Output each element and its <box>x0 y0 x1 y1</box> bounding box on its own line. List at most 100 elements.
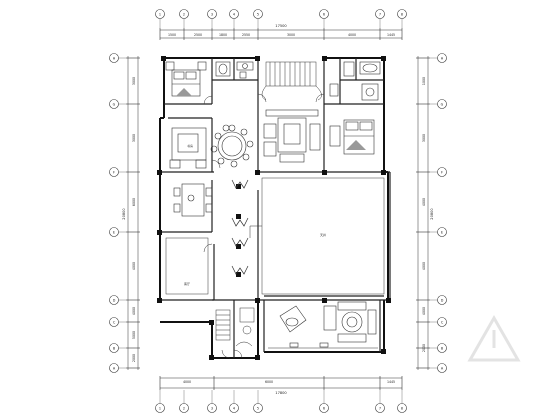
top-dim-2: 2500 <box>194 33 202 37</box>
axis-label-top-6: 6 <box>323 12 325 16</box>
axis-leaders-left <box>118 57 126 369</box>
axis-labels-left: H G F E D C B A <box>113 56 116 370</box>
axis-label-top-8: 8 <box>401 12 403 16</box>
axis-label-top-3: 3 <box>211 12 213 16</box>
left-dim-3: 6000 <box>132 198 136 206</box>
top-dimension-labels: 17500 1500 2500 1800 2550 3000 4000 1445 <box>168 24 395 37</box>
court-center: 天井 <box>249 177 385 295</box>
axis-label-top-5: 5 <box>257 12 259 16</box>
structural-columns <box>157 56 391 360</box>
right-dim-4: 4000 <box>422 262 426 270</box>
bedroom-top-left <box>165 61 207 97</box>
bottom-dim-1: 4000 <box>183 380 191 384</box>
axis-leaders-bottom <box>159 390 403 404</box>
watermark <box>467 314 521 362</box>
axis-label-left-1: H <box>113 56 116 60</box>
toilet-icon <box>239 71 247 79</box>
axis-label-right-3: F <box>441 170 443 174</box>
axis-label-bottom-2: 2 <box>183 406 185 410</box>
bathtub-icon <box>215 61 231 77</box>
right-dim-6: 2000 <box>422 344 426 352</box>
axis-label-bottom-5: 5 <box>257 406 259 410</box>
axis-label-bottom-7: 7 <box>379 406 381 410</box>
staircase-bottom <box>215 307 255 347</box>
axis-label-bottom-1: 1 <box>159 406 161 410</box>
axis-labels-bottom: 1 2 3 4 5 6 7 8 <box>159 406 403 410</box>
left-ticks <box>126 57 140 369</box>
left-dimension-labels: 3000 3000 6000 4000 4000 5000 2000 20800 <box>122 77 136 362</box>
bathroom-top-right <box>329 61 381 101</box>
axis-label-bottom-4: 4 <box>233 406 235 410</box>
bed-right-icon <box>343 119 375 155</box>
garage-note: 客厅 <box>184 281 190 286</box>
axis-label-left-3: F <box>113 170 115 174</box>
right-dim-3: 4000 <box>422 198 426 206</box>
right-dimension-labels: 1000 3000 4000 4000 4000 2000 20800 <box>422 77 434 352</box>
round-rug-icon <box>341 311 363 333</box>
bottom-ticks <box>159 376 403 390</box>
top-dim-3: 1800 <box>219 33 227 37</box>
axis-label-left-7: B <box>113 346 116 350</box>
axis-labels-top: 1 2 3 4 5 6 7 8 <box>159 12 403 16</box>
decorative-w-marks <box>231 179 249 275</box>
top-ticks <box>159 28 403 40</box>
bottom-dim-2: 6000 <box>265 380 273 384</box>
axis-label-top-4: 4 <box>233 12 235 16</box>
top-dim-7: 1445 <box>387 33 395 37</box>
axis-label-right-6: C <box>441 320 444 324</box>
staircase-top <box>261 61 322 101</box>
interior-walls <box>160 58 391 358</box>
axis-label-bottom-3: 3 <box>211 406 213 410</box>
right-dim-5: 4000 <box>422 307 426 315</box>
axis-label-bottom-6: 6 <box>323 406 325 410</box>
right-dim-2: 3000 <box>422 134 426 142</box>
axis-labels-right: H G F E D C B A <box>441 56 444 370</box>
axis-label-right-2: G <box>441 102 444 106</box>
axis-label-top-2: 2 <box>183 12 185 16</box>
dimension-lines <box>127 29 429 389</box>
left-dim-6: 5000 <box>132 331 136 339</box>
right-total-dim: 20800 <box>430 208 434 220</box>
axis-label-bottom-8: 8 <box>401 406 403 410</box>
axis-label-right-4: E <box>441 230 443 234</box>
bedroom-right <box>329 119 375 155</box>
axis-label-left-8: A <box>113 366 116 370</box>
study-room: 书房 <box>169 127 207 169</box>
axis-label-right-5: D <box>441 298 444 302</box>
desk-icon <box>171 127 207 161</box>
bathroom-top <box>215 61 254 79</box>
axis-label-right-1: H <box>441 56 444 60</box>
top-dim-5: 3000 <box>287 33 295 37</box>
garage-bottom-left: 客厅 <box>165 237 209 295</box>
right-ticks <box>416 57 430 369</box>
dining-table-left <box>173 183 213 217</box>
axis-leaders-right <box>430 57 438 369</box>
axis-leaders-top <box>159 18 403 28</box>
bathtub-right-icon <box>359 61 381 75</box>
warning-triangle-icon <box>467 314 521 362</box>
lounge-bottom-right <box>268 301 378 349</box>
living-room-center <box>263 109 321 163</box>
left-dim-4: 4000 <box>132 262 136 270</box>
top-dim-1: 1500 <box>168 33 176 37</box>
door-swings <box>203 93 325 359</box>
axis-bubbles-top <box>155 9 407 19</box>
bottom-dimension-labels: 4000 6000 1445 17800 <box>183 380 395 395</box>
axis-label-top-1: 1 <box>159 12 161 16</box>
axis-label-right-7: B <box>441 346 444 350</box>
lounge-chair-icon <box>279 305 307 333</box>
axis-label-right-8: A <box>441 366 444 370</box>
axis-label-top-7: 7 <box>379 12 381 16</box>
top-total-dim: 17500 <box>275 24 287 28</box>
left-total-dim: 20800 <box>122 208 126 220</box>
left-dim-2: 3000 <box>132 134 136 142</box>
dining-table-icon <box>181 183 205 217</box>
court-note: 天井 <box>320 232 326 237</box>
exterior-walls <box>159 57 389 359</box>
axis-label-left-4: E <box>113 230 115 234</box>
left-dim-7: 2000 <box>132 354 136 362</box>
axis-label-left-6: C <box>113 320 116 324</box>
bottom-dim-3: 1445 <box>387 380 395 384</box>
